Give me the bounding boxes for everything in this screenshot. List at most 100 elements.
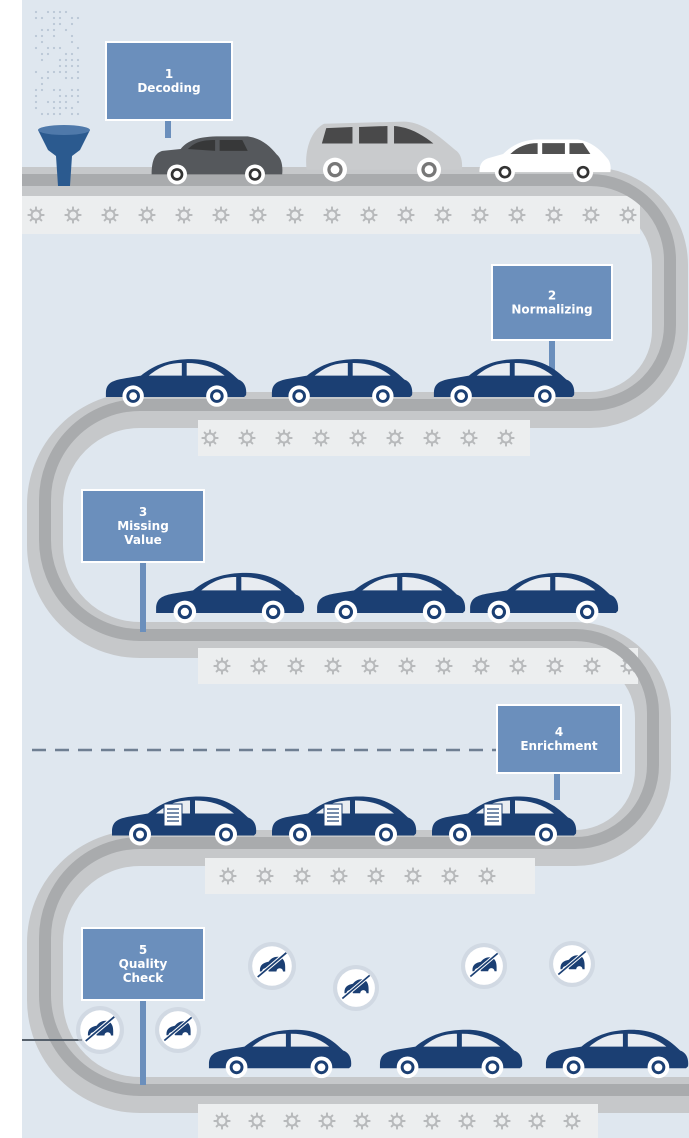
- drizzle-dot: [65, 71, 67, 73]
- stage-number: 2: [548, 289, 556, 303]
- drizzle-dot: [71, 107, 73, 109]
- drizzle-dot: [41, 35, 43, 37]
- drizzle-dot: [77, 71, 79, 73]
- drizzle-dot: [41, 89, 43, 91]
- drizzle-dot: [53, 17, 55, 19]
- no-car-icon: [80, 1010, 120, 1050]
- drizzle-dot: [41, 77, 43, 79]
- sign-pole: [554, 773, 560, 800]
- drizzle-dot: [53, 47, 55, 49]
- drizzle-dot: [77, 101, 79, 103]
- left-margin: [0, 0, 22, 1138]
- drizzle-dot: [41, 29, 43, 31]
- drizzle-dot: [47, 11, 49, 13]
- drizzle-dot: [53, 23, 55, 25]
- drizzle-dot: [41, 53, 43, 55]
- no-car-icon: [337, 969, 375, 1007]
- drizzle-dot: [59, 47, 61, 49]
- stage-number: 3: [139, 505, 147, 519]
- stage-label: Check: [123, 971, 165, 985]
- drizzle-dot: [41, 113, 43, 115]
- gear-band: [198, 1104, 598, 1138]
- drizzle-dot: [35, 107, 37, 109]
- no-car-icon: [465, 947, 503, 985]
- no-car-icon: [553, 945, 591, 983]
- drizzle-dot: [65, 59, 67, 61]
- drizzle-dot: [65, 101, 67, 103]
- drizzle-dot: [47, 53, 49, 55]
- drizzle-dot: [59, 65, 61, 67]
- drizzle-dot: [59, 101, 61, 103]
- drizzle-dot: [71, 59, 73, 61]
- document-icon: [164, 804, 182, 826]
- drizzle-dot: [65, 65, 67, 67]
- drizzle-dot: [41, 83, 43, 85]
- stage-number: 4: [555, 725, 563, 739]
- sign-pole: [140, 562, 146, 632]
- drizzle-dot: [35, 11, 37, 13]
- drizzle-dot: [71, 95, 73, 97]
- sign-pole: [140, 1000, 146, 1085]
- stage-number: 5: [139, 943, 147, 957]
- no-car-icon: [252, 946, 292, 986]
- drizzle-dot: [35, 95, 37, 97]
- drizzle-dot: [53, 71, 55, 73]
- document-icon: [484, 804, 502, 826]
- drizzle-dot: [53, 101, 55, 103]
- stage-label: Quality: [119, 957, 168, 971]
- drizzle-dot: [71, 17, 73, 19]
- drizzle-dot: [35, 89, 37, 91]
- drizzle-dot: [53, 113, 55, 115]
- drizzle-dot: [71, 89, 73, 91]
- drizzle-dot: [59, 107, 61, 109]
- drizzle-dot: [65, 107, 67, 109]
- drizzle-dot: [53, 107, 55, 109]
- drizzle-dot: [35, 101, 37, 103]
- drizzle-dot: [35, 47, 37, 49]
- drizzle-dot: [53, 89, 55, 91]
- stage-label: Enrichment: [520, 739, 598, 753]
- drizzle-dot: [77, 77, 79, 79]
- drizzle-dot: [71, 113, 73, 115]
- drizzle-dot: [71, 53, 73, 55]
- drizzle-dot: [77, 89, 79, 91]
- drizzle-dot: [65, 11, 67, 13]
- drizzle-dot: [41, 59, 43, 61]
- stage-number: 1: [165, 67, 173, 81]
- drizzle-dot: [71, 41, 73, 43]
- stage-label: Decoding: [137, 81, 200, 95]
- drizzle-dot: [53, 35, 55, 37]
- stage-label: Missing: [117, 519, 169, 533]
- drizzle-dot: [71, 65, 73, 67]
- drizzle-dot: [53, 29, 55, 31]
- drizzle-dot: [47, 77, 49, 79]
- drizzle-dot: [59, 113, 61, 115]
- drizzle-dot: [47, 101, 49, 103]
- drizzle-dot: [59, 17, 61, 19]
- drizzle-dot: [59, 71, 61, 73]
- no-car-icon: [159, 1011, 197, 1049]
- sign-pole: [549, 340, 555, 370]
- stage-label: Normalizing: [511, 303, 592, 317]
- drizzle-dot: [47, 71, 49, 73]
- drizzle-dot: [53, 11, 55, 13]
- drizzle-dot: [77, 17, 79, 19]
- drizzle-dot: [65, 95, 67, 97]
- drizzle-dot: [47, 113, 49, 115]
- drizzle-dot: [59, 59, 61, 61]
- stage-label: Value: [124, 533, 162, 547]
- drizzle-dot: [77, 47, 79, 49]
- drizzle-dot: [65, 29, 67, 31]
- drizzle-dot: [71, 35, 73, 37]
- drizzle-dot: [59, 11, 61, 13]
- drizzle-dot: [71, 77, 73, 79]
- drizzle-dot: [65, 53, 67, 55]
- drizzle-dot: [47, 47, 49, 49]
- drizzle-dot: [77, 113, 79, 115]
- drizzle-dot: [35, 71, 37, 73]
- drizzle-dot: [41, 41, 43, 43]
- drizzle-dot: [77, 65, 79, 67]
- drizzle-dot: [47, 29, 49, 31]
